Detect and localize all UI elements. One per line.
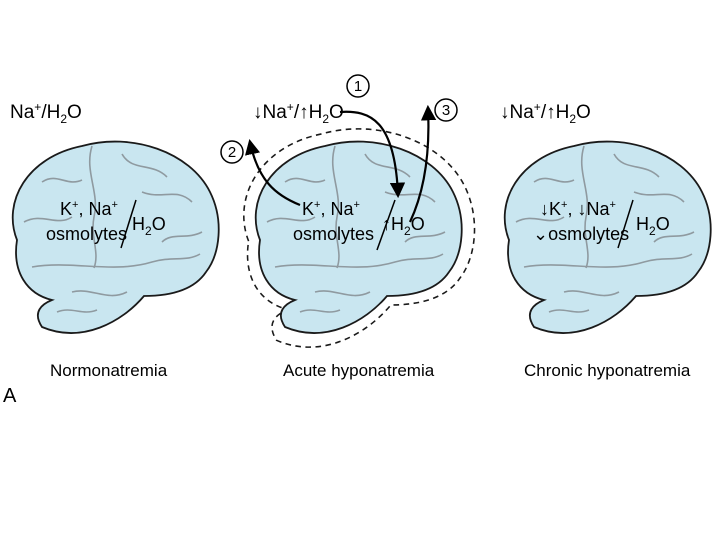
step-2-badge: 2: [220, 140, 244, 164]
intracellular-osmolytes: ⌄osmolytes: [533, 224, 629, 244]
panel-chronic-hyponatremia: ↓Na+/↑H2O ↓K+, ↓Na+ ⌄osmolytes H2O Chron…: [500, 100, 712, 380]
intracellular-ions: ↓K+, ↓Na+: [540, 199, 616, 219]
extracellular-label: ↓Na+/↑H2O: [253, 100, 344, 126]
intracellular-osmolytes: osmolytes: [46, 224, 127, 244]
step-1-badge: 1: [346, 74, 370, 98]
divider-slash: [376, 199, 396, 251]
solute-efflux-arrow: [245, 138, 301, 207]
water-efflux-arrow: [409, 104, 437, 223]
divider-slash: [120, 199, 137, 249]
step-3-badge: 3: [434, 98, 458, 122]
extracellular-label: ↓Na+/↑H2O: [500, 100, 591, 126]
intracellular-ions: K+, Na+: [60, 199, 118, 219]
svg-text:1: 1: [354, 78, 362, 95]
intracellular-water: H2O: [132, 214, 166, 238]
panel-acute-hyponatremia: ↓Na+/↑H2O K+, Na+ osmolytes ↑H2O 1 2 3 A…: [220, 74, 476, 380]
water-influx-arrow: [339, 110, 406, 199]
panel-normonatremia: Na+/H2O K+, Na+ osmolytes H2O Normonatre…: [10, 100, 220, 380]
intracellular-ions: K+, Na+: [302, 199, 360, 219]
caption-acute-hyponatremia: Acute hyponatremia: [283, 361, 435, 380]
intracellular-osmolytes: osmolytes: [293, 224, 374, 244]
intracellular-water: ↑H2O: [382, 214, 425, 238]
caption-normonatremia: Normonatremia: [50, 361, 168, 380]
divider-slash: [617, 199, 634, 249]
caption-chronic-hyponatremia: Chronic hyponatremia: [524, 361, 691, 380]
extracellular-label: Na+/H2O: [10, 100, 82, 126]
svg-text:2: 2: [228, 144, 236, 161]
svg-text:3: 3: [442, 102, 450, 119]
panel-letter: A: [3, 385, 17, 407]
intracellular-water: H2O: [636, 214, 670, 238]
